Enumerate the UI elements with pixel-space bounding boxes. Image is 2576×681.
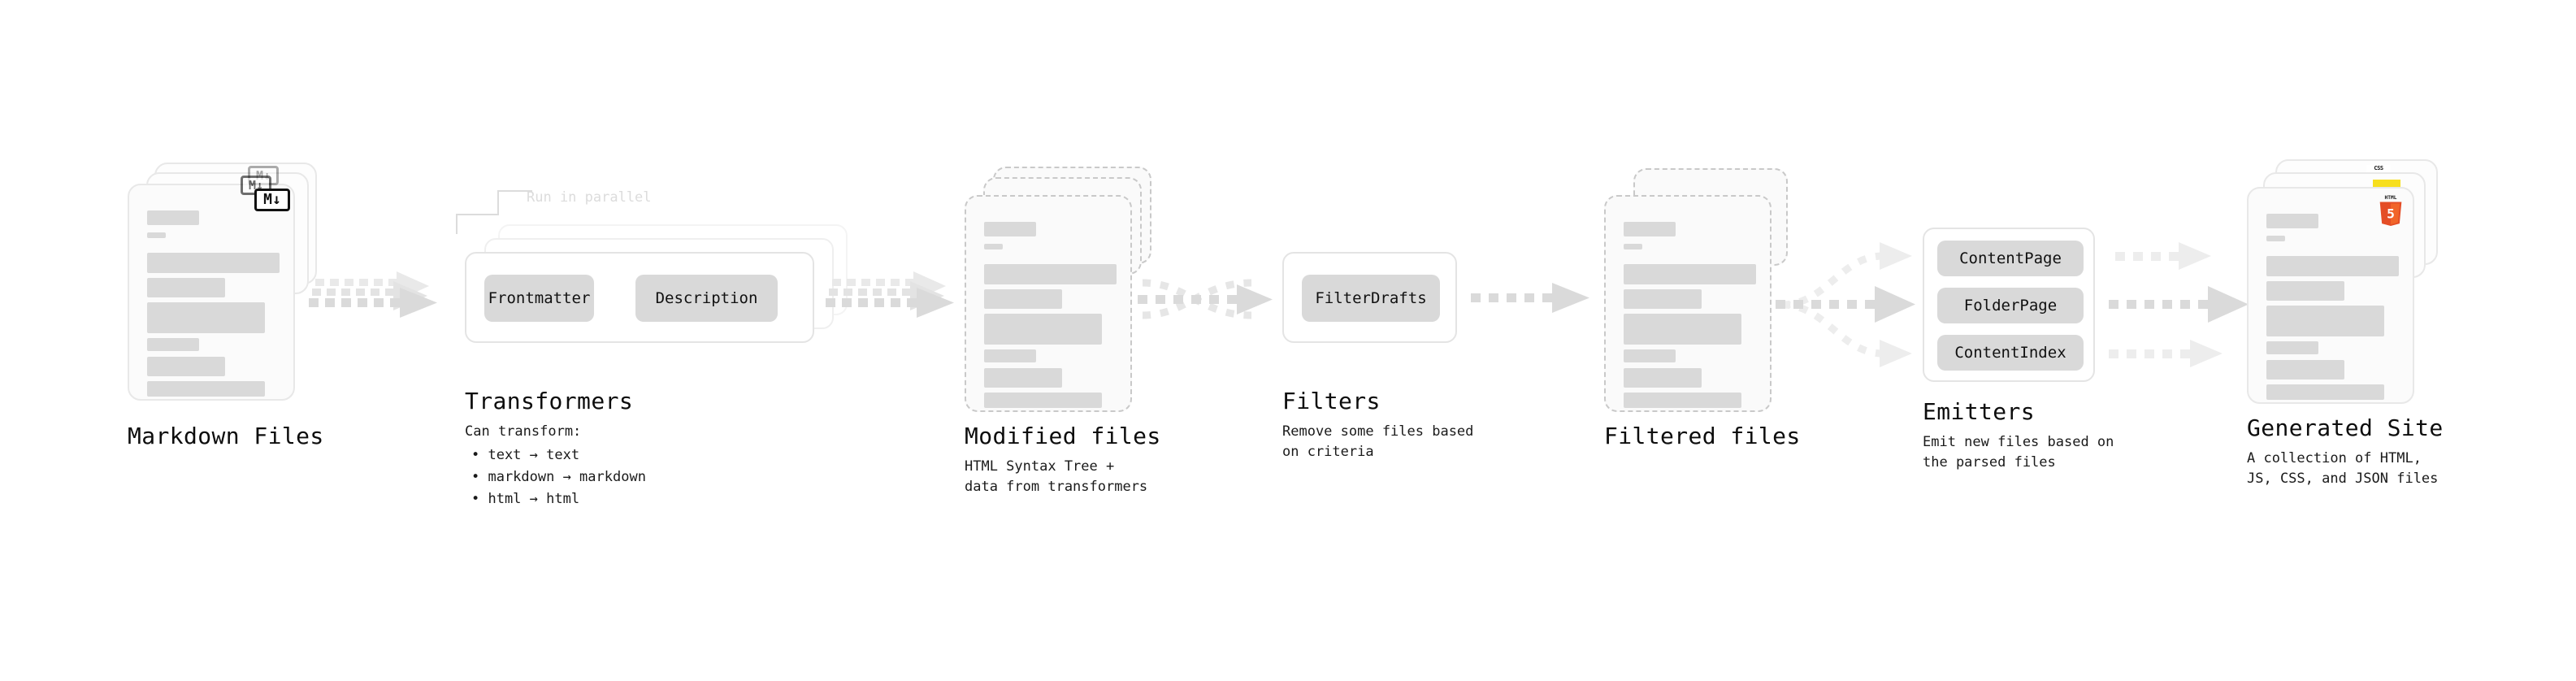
transformer-item-frontmatter[interactable]: Frontmatter — [484, 275, 594, 322]
emitters-group: ContentPage FolderPage ContentIndex — [1923, 228, 2095, 382]
connector-modified-to-filters — [1138, 279, 1273, 319]
skeleton-bar — [147, 278, 225, 297]
skeleton-bar — [1624, 264, 1756, 284]
transformer-item-description[interactable]: Description — [635, 275, 778, 322]
modified-files-caption: HTML Syntax Tree + data from transformer… — [965, 458, 1148, 495]
skeleton-bar — [147, 253, 280, 273]
filters-group: FilterDrafts — [1282, 252, 1457, 343]
svg-text:HTML: HTML — [2385, 195, 2397, 201]
connector-filtered-to-emitters — [1776, 242, 1915, 367]
transformers-caption: Can transform: — [465, 423, 582, 440]
html5-version-number: 5 — [2387, 206, 2395, 221]
skeleton-bar — [1624, 393, 1741, 408]
skeleton-bar — [147, 357, 225, 376]
connector-markdown-to-transformers — [309, 271, 437, 318]
stage-title-markdown-files: Markdown Files — [128, 423, 324, 449]
connector-filters-to-filtered — [1471, 283, 1589, 313]
transformers-bullet-1: • markdown → markdown — [471, 469, 646, 485]
transformer-layer-front: Frontmatter Description — [465, 252, 814, 343]
transformers-bullet-0: • text → text — [471, 447, 580, 463]
skeleton-bar — [2266, 360, 2344, 380]
stage-title-filtered-files: Filtered files — [1604, 423, 1801, 449]
filtered-file-front — [1604, 195, 1772, 412]
connector-transformers-to-modified — [826, 271, 954, 318]
skeleton-bar — [2266, 281, 2344, 301]
skeleton-bar — [1624, 244, 1642, 249]
modified-file-front — [965, 195, 1132, 412]
skeleton-bar — [147, 232, 166, 238]
skeleton-bar — [2266, 341, 2318, 354]
skeleton-bar — [2266, 384, 2384, 400]
filter-item-filterdrafts[interactable]: FilterDrafts — [1302, 275, 1440, 322]
skeleton-bar — [147, 210, 199, 225]
skeleton-bar — [147, 302, 265, 333]
html5-icon: HTML 5 — [2379, 195, 2402, 226]
markdown-file-front — [128, 184, 295, 401]
transformers-bullet-2: • html → html — [471, 491, 580, 507]
skeleton-bar — [1624, 368, 1702, 388]
skeleton-bar — [1624, 289, 1702, 309]
skeleton-bar — [984, 244, 1003, 249]
skeleton-bar — [984, 314, 1102, 345]
stage-title-filters: Filters — [1282, 388, 1381, 414]
skeleton-bar — [1624, 222, 1676, 236]
markdown-icon: M↓ — [254, 189, 290, 211]
stage-title-modified-files: Modified files — [965, 423, 1161, 449]
stage-title-transformers: Transformers — [465, 388, 634, 414]
skeleton-bar — [147, 338, 199, 351]
emitter-item-contentpage[interactable]: ContentPage — [1937, 241, 2084, 276]
skeleton-bar — [984, 349, 1036, 362]
skeleton-bar — [147, 381, 265, 397]
skeleton-bar — [2266, 214, 2318, 228]
parallel-annotation: Run in parallel — [527, 189, 652, 206]
skeleton-bar — [984, 289, 1062, 309]
generated-site-caption: A collection of HTML, JS, CSS, and JSON … — [2247, 450, 2439, 487]
skeleton-bar — [2266, 236, 2285, 241]
skeleton-bar — [2266, 256, 2399, 276]
skeleton-bar — [984, 393, 1102, 408]
skeleton-bar — [1624, 314, 1741, 345]
skeleton-bar — [984, 264, 1117, 284]
filters-caption: Remove some files based on criteria — [1282, 423, 1474, 460]
emitter-item-folderpage[interactable]: FolderPage — [1937, 288, 2084, 323]
skeleton-bar — [2266, 306, 2384, 336]
stage-title-generated-site: Generated Site — [2247, 414, 2444, 441]
connector-emitters-to-site — [2109, 242, 2249, 367]
skeleton-bar — [984, 368, 1062, 388]
skeleton-bar — [984, 222, 1036, 236]
skeleton-bar — [1624, 349, 1676, 362]
emitters-caption: Emit new files based on the parsed files — [1923, 434, 2114, 471]
stage-title-emitters: Emitters — [1923, 398, 2036, 425]
emitter-item-contentindex[interactable]: ContentIndex — [1937, 335, 2084, 371]
